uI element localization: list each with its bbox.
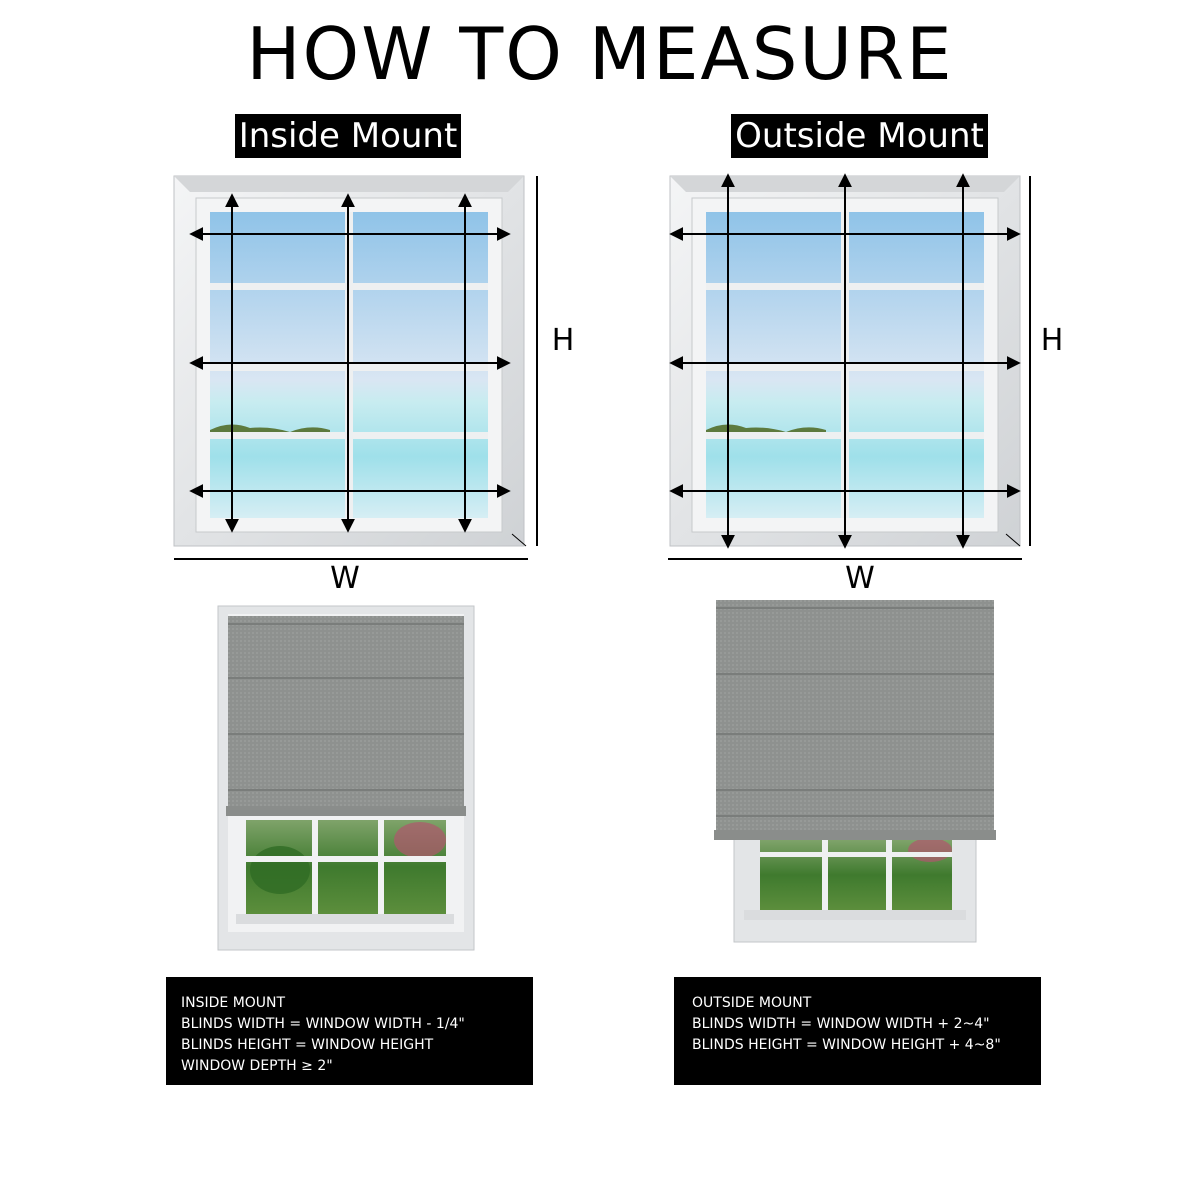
outside-info-line: BLINDS HEIGHT = WINDOW HEIGHT + 4~8" [692,1037,1001,1053]
outside-width-arrows [669,227,1021,498]
inside-info-line: BLINDS HEIGHT = WINDOW HEIGHT [181,1037,434,1053]
inside-mount-info-box: INSIDE MOUNT BLINDS WIDTH = WINDOW WIDTH… [166,977,533,1085]
inside-info-line: BLINDS WIDTH = WINDOW WIDTH - 1/4" [181,1016,465,1032]
outside-mount-info-box: OUTSIDE MOUNT BLINDS WIDTH = WINDOW WIDT… [674,977,1041,1085]
inside-height-label: H [552,323,575,358]
inside-info-line: WINDOW DEPTH ≥ 2" [181,1058,333,1074]
outside-info-line: OUTSIDE MOUNT [692,995,812,1011]
inside-mount-badge: Inside Mount [235,114,461,158]
outside-info-line: BLINDS WIDTH = WINDOW WIDTH + 2~4" [692,1016,990,1032]
outside-shade-photo [714,600,996,943]
inside-info-line: INSIDE MOUNT [181,995,286,1011]
outside-window [668,173,1031,560]
outside-height-label: H [1041,323,1064,358]
outside-mount-badge: Outside Mount [731,114,988,158]
inside-shade-photo [217,605,475,951]
inside-window [173,175,538,560]
inside-width-arrows [189,227,511,498]
inside-width-label: W [330,561,360,596]
page-title: HOW TO MEASURE [246,12,954,96]
outside-width-label: W [845,561,875,596]
